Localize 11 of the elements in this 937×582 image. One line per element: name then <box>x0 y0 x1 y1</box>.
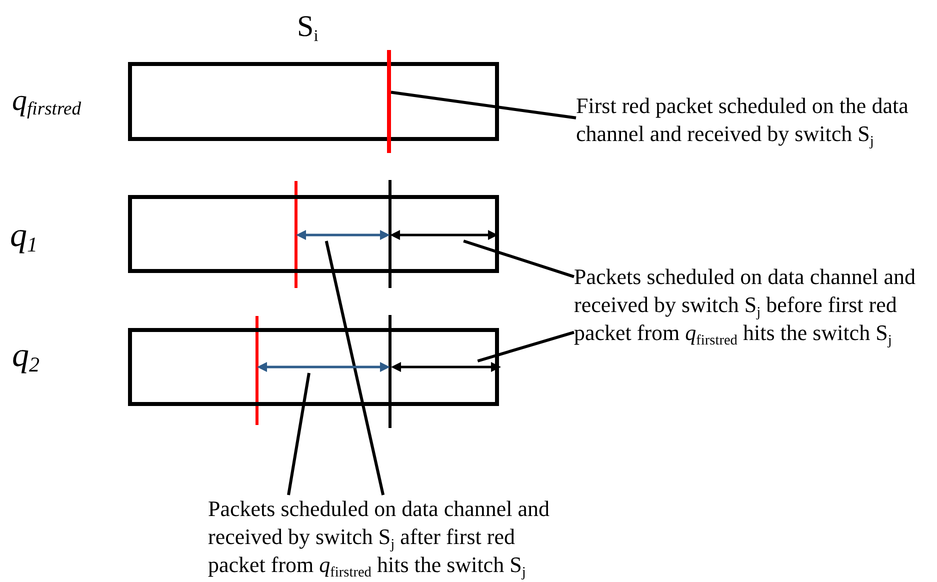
leader-line <box>324 240 385 496</box>
callout-text: First red packet scheduled on the data channel and received by switch S$_{j}$ <box>576 92 910 148</box>
queue-label: q$_{firstred}$ <box>12 86 82 120</box>
leader-line <box>463 240 574 278</box>
callout-text: Packets scheduled on data channel and received by switch S$_{j}$ after first red packet from q$_{firstred}$ hits the switch S$_{j}$ <box>208 495 550 579</box>
switch-label: S$_{i}$ <box>297 12 318 44</box>
queue-label: q$_{1}$ <box>10 219 38 256</box>
leader-line <box>287 372 310 496</box>
leader-line <box>390 90 576 120</box>
queue-label: q$_{2}$ <box>12 339 40 376</box>
callout-text: Packets scheduled on data channel and received by switch S$_{j}$ before first red packet from q$_{firstred}$ hits the switch S$_{j}$ <box>574 263 916 347</box>
